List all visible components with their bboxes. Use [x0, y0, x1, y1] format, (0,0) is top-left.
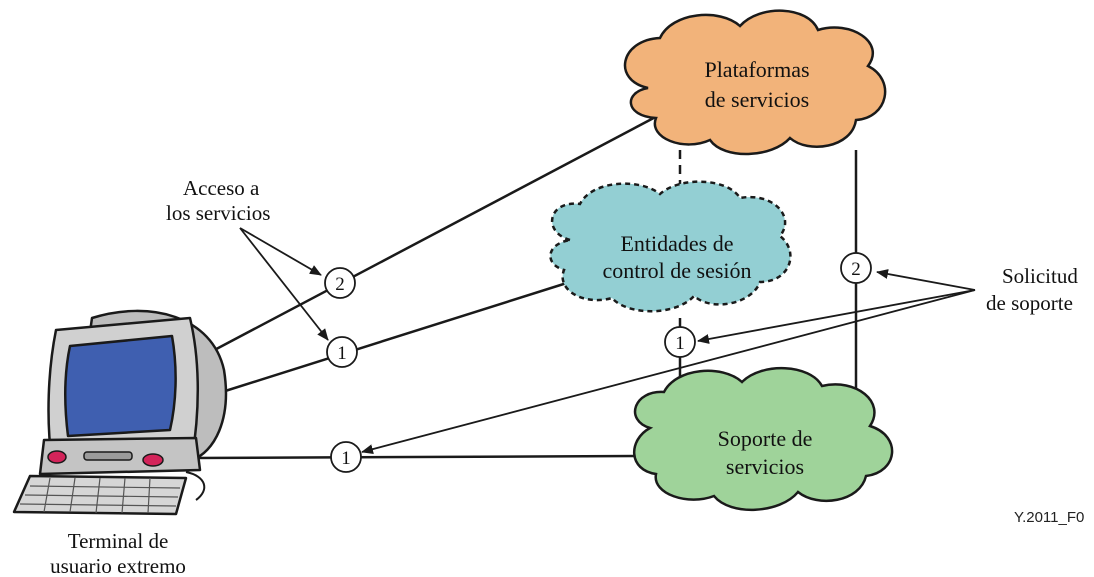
support-request-arrow-to-2: [876, 269, 976, 291]
platform-cloud-label-line1: Plataformas: [704, 57, 809, 82]
marker-terminal-support-1-label: 1: [341, 448, 351, 469]
terminal-label-line1: Terminal de: [68, 529, 169, 553]
support-request-label-line1: Solicitud: [1002, 264, 1078, 288]
support-request-arrow-to-session-1: [697, 289, 976, 344]
session-cloud-label-line2: control de sesión: [602, 258, 751, 283]
marker-access-2-label: 2: [335, 274, 345, 295]
access-arrow-to-1: [239, 227, 329, 341]
figure-reference: Y.2011_F0: [1014, 509, 1084, 526]
support-cloud-label-line1: Soporte de: [718, 426, 813, 451]
computer-terminal-icon: [12, 309, 228, 516]
marker-session-1-label: 1: [675, 333, 685, 354]
annotation-arrows: [239, 227, 976, 455]
marker-terminal-support-1: 1: [330, 441, 362, 473]
marker-platform-support-2: 2: [840, 252, 872, 284]
session-cloud-label-line1: Entidades de: [620, 231, 733, 256]
support-request-arrow-to-terminal-1: [361, 289, 976, 455]
marker-access-1: 1: [326, 336, 358, 368]
service-support-cloud: [633, 366, 894, 512]
terminal-label-line2: usuario extremo: [50, 554, 186, 577]
platform-cloud-label-line2: de servicios: [705, 87, 809, 112]
terminal-to-platform-line: [204, 110, 666, 357]
session-control-cloud: [549, 180, 792, 313]
access-arrow-to-2: [239, 227, 322, 276]
marker-access-2: 2: [324, 267, 356, 299]
terminal-to-session-line: [221, 280, 571, 394]
marker-access-1-label: 1: [337, 343, 347, 364]
support-cloud-label-line2: servicios: [726, 454, 804, 479]
marker-platform-support-2-label: 2: [851, 259, 861, 280]
support-request-label-line2: de soporte: [986, 291, 1073, 315]
marker-session-1: 1: [664, 326, 696, 358]
access-label-line2: los servicios: [166, 201, 270, 225]
access-label-line1: Acceso a: [183, 176, 260, 200]
platform-cloud: [623, 9, 887, 156]
terminal-to-support-line: [192, 454, 644, 460]
